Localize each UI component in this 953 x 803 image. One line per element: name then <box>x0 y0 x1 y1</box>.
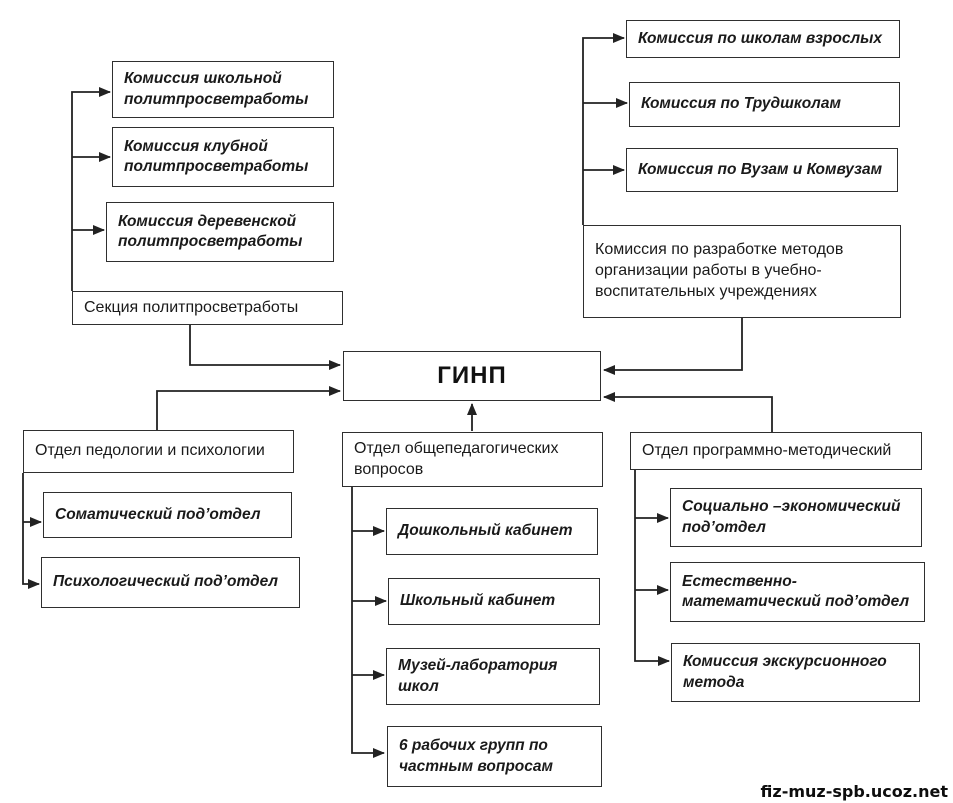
node-label: Социально –экономический под’отдел <box>682 498 901 536</box>
node-komissiya-trudshkolam: Комиссия по Трудшколам <box>629 82 900 127</box>
node-doshkolnyy-kabinet: Дошкольный кабинет <box>386 508 598 555</box>
node-otdel-obshchepedagogicheskih-voprosov: Отдел общепедагогических вопросов <box>342 432 603 487</box>
node-ginp: ГИНП <box>343 351 601 401</box>
node-komissiya-vuzam-komvuzam: Комиссия по Вузам и Комвузам <box>626 148 898 192</box>
edge-left-bottom-trunk <box>22 473 40 589</box>
node-shkolnyy-kabinet: Школьный кабинет <box>388 578 600 625</box>
node-sotsialno-ekonomicheskiy-podotdel: Социально –экономический под’отдел <box>670 488 922 547</box>
node-label: Комиссия по Вузам и Комвузам <box>638 160 883 178</box>
edge-right-bottom-trunk <box>634 470 670 666</box>
node-label: Музей-лаборатория школ <box>398 657 558 695</box>
node-label: Комиссия по школам взрослых <box>638 29 882 47</box>
edge-left-top-trunk <box>71 87 111 291</box>
edge-sektsiya-to-ginp <box>189 325 341 370</box>
edge-middle-trunk <box>351 487 385 758</box>
node-label: 6 рабочих групп по частным вопросам <box>399 737 553 775</box>
node-estestvenno-matematicheskiy-podotdel: Естественно- математический под’отдел <box>670 562 925 622</box>
node-somaticheskiy-podotdel: Соматический под’отдел <box>43 492 292 538</box>
node-rabochie-gruppy-chastnym-voprosam: 6 рабочих групп по частным вопросам <box>387 726 602 787</box>
edge-pedologii-to-ginp <box>156 386 341 430</box>
node-label: Естественно- математический под’отдел <box>682 572 910 610</box>
node-label: Комиссия экскурсионного метода <box>683 653 887 691</box>
node-muzey-laboratoriya-shkol: Музей-лаборатория школ <box>386 648 600 705</box>
node-komissiya-shkolnoy-politprosvet: Комиссия школьной политпросветработы <box>112 61 334 118</box>
node-label: Школьный кабинет <box>400 592 556 610</box>
node-komissiya-derevenskoy-politprosvet: Комиссия деревенской политпросветработы <box>106 202 334 262</box>
node-komissiya-shkolam-vzroslyh: Комиссия по школам взрослых <box>626 20 900 58</box>
node-otdel-pedologii-psihologii: Отдел педологии и психологии <box>23 430 294 473</box>
node-psihologicheskiy-podotdel: Психологический под’отдел <box>41 557 300 608</box>
node-label: Отдел общепедагогических вопросов <box>354 439 559 478</box>
node-label: Комиссия школьной политпросветработы <box>124 70 309 108</box>
node-label: Психологический под’отдел <box>53 573 279 591</box>
node-label: Секция политпросветработы <box>84 298 299 316</box>
node-label: Комиссия деревенской политпросветработы <box>118 212 303 250</box>
watermark: fiz-muz-spb.ucoz.net <box>760 782 948 801</box>
edge-right-top-trunk <box>582 33 625 225</box>
edge-razrabotke-to-ginp <box>603 318 743 375</box>
node-label: Дошкольный кабинет <box>398 522 573 540</box>
node-label: ГИНП <box>437 362 507 390</box>
node-otdel-programmno-metodicheskiy: Отдел программно-методический <box>630 432 922 470</box>
node-komissiya-razrabotke-metodov: Комиссия по разработке методов организац… <box>583 225 901 318</box>
node-label: Комиссия по Трудшколам <box>641 95 841 113</box>
node-label: Комиссия клубной политпросветработы <box>124 137 309 175</box>
node-label: Отдел программно-методический <box>642 441 892 459</box>
edge-programmno-to-ginp <box>603 392 773 432</box>
node-komissiya-klubnoy-politprosvet: Комиссия клубной политпросветработы <box>112 127 334 187</box>
node-komissiya-ekskursionnogo-metoda: Комиссия экскурсионного метода <box>671 643 920 702</box>
node-label: Отдел педологии и психологии <box>35 442 265 460</box>
node-label: Соматический под’отдел <box>55 505 261 523</box>
node-sektsiya-politprosvetraboty: Секция политпросветработы <box>72 291 343 325</box>
node-label: Комиссия по разработке методов организац… <box>595 241 844 300</box>
